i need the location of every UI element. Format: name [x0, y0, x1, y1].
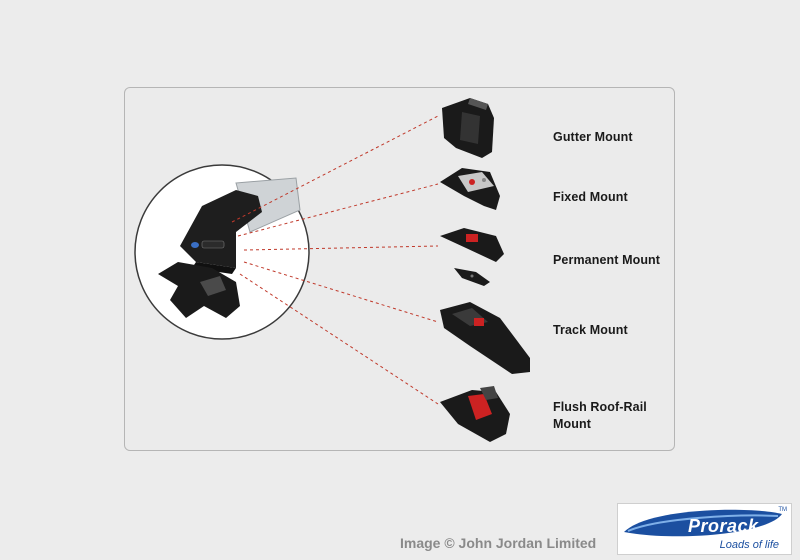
leader-line-permanent — [243, 245, 439, 251]
mount-label-fixed: Fixed Mount — [553, 189, 628, 206]
magnified-foot-pack-icon — [134, 164, 310, 340]
mount-label-line: Mount — [553, 417, 591, 431]
mount-label-line: Permanent Mount — [553, 253, 661, 267]
mount-label-line: Gutter Mount — [553, 130, 633, 144]
leader-line-gutter — [231, 115, 439, 223]
mount-label-line: Flush Roof-Rail — [553, 400, 647, 414]
logo-trademark: TM — [778, 507, 787, 513]
leader-line-fixed — [237, 183, 439, 237]
logo-brand-text: Prorack — [688, 516, 759, 536]
fixed-mount-icon — [440, 168, 500, 210]
mount-label-gutter: Gutter Mount — [553, 129, 633, 146]
logo-tagline: Loads of life — [719, 539, 779, 551]
permanent-mount-icon — [440, 228, 504, 286]
mount-label-flush-roof-rail: Flush Roof-Rail Mount — [553, 399, 647, 433]
flush-roof-rail-mount-icon — [440, 386, 510, 442]
mount-label-line: Track Mount — [553, 323, 628, 337]
prorack-logo: Prorack TM Loads of life — [617, 503, 792, 555]
image-credit: Image © John Jordan Limited — [400, 535, 597, 551]
mount-label-permanent: Permanent Mount — [553, 252, 660, 269]
leader-line-track — [243, 261, 439, 323]
mount-label-line: Fixed Mount — [553, 190, 628, 204]
mount-label-track: Track Mount — [553, 322, 628, 339]
track-mount-icon — [440, 302, 530, 374]
prorack-swoosh-icon — [624, 509, 782, 537]
gutter-mount-icon — [442, 98, 494, 158]
